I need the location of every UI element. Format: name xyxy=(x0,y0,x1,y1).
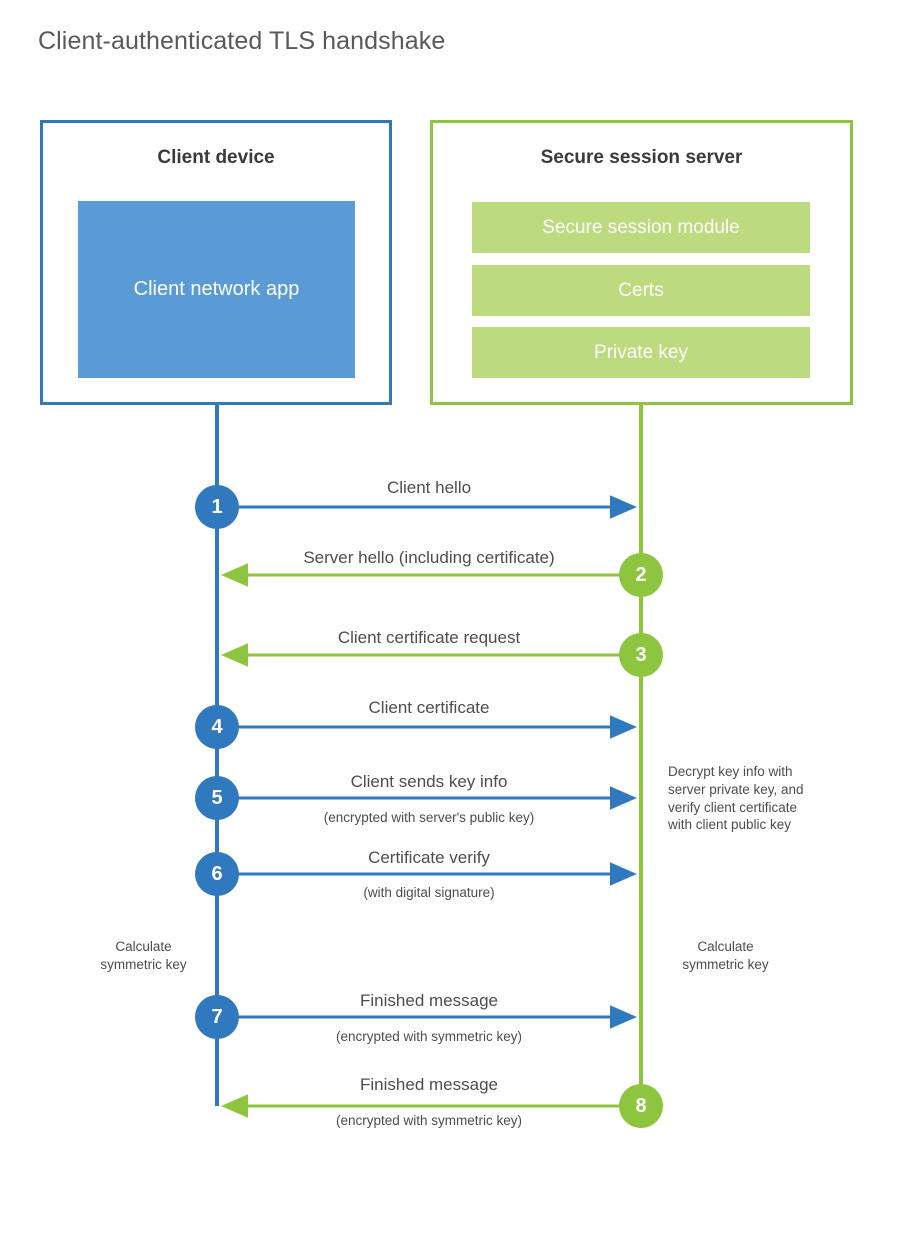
page-title: Client-authenticated TLS handshake xyxy=(38,27,446,55)
server-decrypt-note-line-3: verify client certificate xyxy=(668,799,798,815)
server-calculate-note-line-2: symmetric key xyxy=(682,956,769,972)
message-label-step-8: Finished message xyxy=(360,1075,498,1094)
server-calculate-symmetric-key-note: Calculate symmetric key xyxy=(668,938,783,974)
secure-session-server-title: Secure session server xyxy=(540,147,743,168)
message-label-step-1: Client hello xyxy=(386,478,472,497)
client-network-app-block: Client network app xyxy=(78,201,355,378)
message-label-step-2: Server hello (including certificate) xyxy=(303,548,555,567)
message-sublabel-step-8: (encrypted with symmetric key) xyxy=(335,1113,523,1128)
client-calculate-note-line-2: symmetric key xyxy=(100,956,187,972)
message-label-step-7: Finished message xyxy=(360,991,498,1010)
server-decrypt-note-line-1: Decrypt key info with xyxy=(668,764,793,779)
client-device-box: Client device Client network app xyxy=(40,120,392,405)
server-component-certs: Certs xyxy=(472,265,810,316)
client-calculate-symmetric-key-note: Calculate symmetric key xyxy=(86,938,201,974)
step-circle-2[interactable]: 2 xyxy=(619,553,663,597)
client-device-title: Client device xyxy=(157,147,275,168)
secure-session-server-box: Secure session server Secure session mod… xyxy=(430,120,853,405)
server-component-private-key: Private key xyxy=(472,327,810,378)
server-calculate-note-line-1: Calculate xyxy=(697,939,754,954)
server-decrypt-note-line-4: with client public key xyxy=(668,817,792,833)
server-decrypt-note: Decrypt key info with server private key… xyxy=(668,763,843,834)
server-component-secure-session-module: Secure session module xyxy=(472,202,810,253)
step-circle-6[interactable]: 6 xyxy=(195,852,239,896)
message-sublabel-step-6: (with digital signature) xyxy=(363,885,495,900)
server-decrypt-note-line-2: server private key, and xyxy=(668,781,804,797)
client-calculate-note-line-1: Calculate xyxy=(115,939,172,954)
message-label-step-3: Client certificate request xyxy=(337,628,521,647)
step-circle-3[interactable]: 3 xyxy=(619,633,663,677)
step-circle-1[interactable]: 1 xyxy=(195,485,239,529)
message-label-step-5: Client sends key info xyxy=(350,772,508,791)
message-label-step-4: Client certificate xyxy=(368,698,490,717)
step-circle-5[interactable]: 5 xyxy=(195,776,239,820)
step-circle-8[interactable]: 8 xyxy=(619,1084,663,1128)
message-sublabel-step-5: (encrypted with server's public key) xyxy=(323,810,535,825)
message-sublabel-step-7: (encrypted with symmetric key) xyxy=(335,1029,523,1044)
step-circle-7[interactable]: 7 xyxy=(195,995,239,1039)
message-label-step-6: Certificate verify xyxy=(368,848,490,867)
step-circle-4[interactable]: 4 xyxy=(195,705,239,749)
